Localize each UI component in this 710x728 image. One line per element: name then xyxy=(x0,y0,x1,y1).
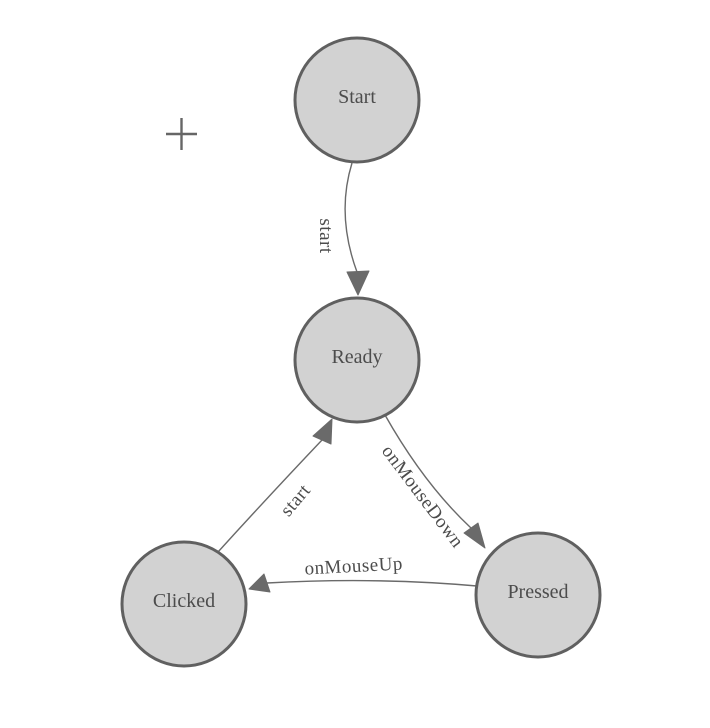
state-node-start[interactable]: Start xyxy=(293,36,421,164)
state-label: Clicked xyxy=(153,590,215,612)
arrowhead-icon xyxy=(248,573,271,593)
edge-label-clicked-start: start xyxy=(276,480,315,521)
edge-label-start-to-ready: start xyxy=(315,218,336,253)
edge-label-onmouseup: onMouseUp xyxy=(304,553,403,579)
edge-ready-to-pressed[interactable]: onMouseDown xyxy=(377,414,486,552)
arrowhead-icon xyxy=(463,522,486,549)
edge-start-to-ready[interactable]: start xyxy=(315,162,370,296)
state-circle[interactable] xyxy=(120,540,248,668)
state-label: Pressed xyxy=(507,581,568,603)
state-node-pressed[interactable]: Pressed xyxy=(474,531,602,659)
edge-label-onmousedown: onMouseDown xyxy=(377,441,468,552)
state-node-clicked[interactable]: Clicked xyxy=(120,540,248,668)
edge-pressed-to-clicked[interactable]: onMouseUp xyxy=(248,553,478,593)
state-label: Start xyxy=(338,86,376,108)
plus-icon xyxy=(166,118,197,150)
state-circle[interactable] xyxy=(293,36,421,164)
arrowhead-icon xyxy=(312,418,333,445)
state-circle[interactable] xyxy=(293,296,421,424)
state-node-ready[interactable]: Ready xyxy=(293,296,421,424)
state-circle[interactable] xyxy=(474,531,602,659)
arrowhead-icon xyxy=(346,270,370,296)
edge-clicked-to-ready[interactable]: start xyxy=(217,418,333,553)
state-label: Ready xyxy=(331,346,382,368)
